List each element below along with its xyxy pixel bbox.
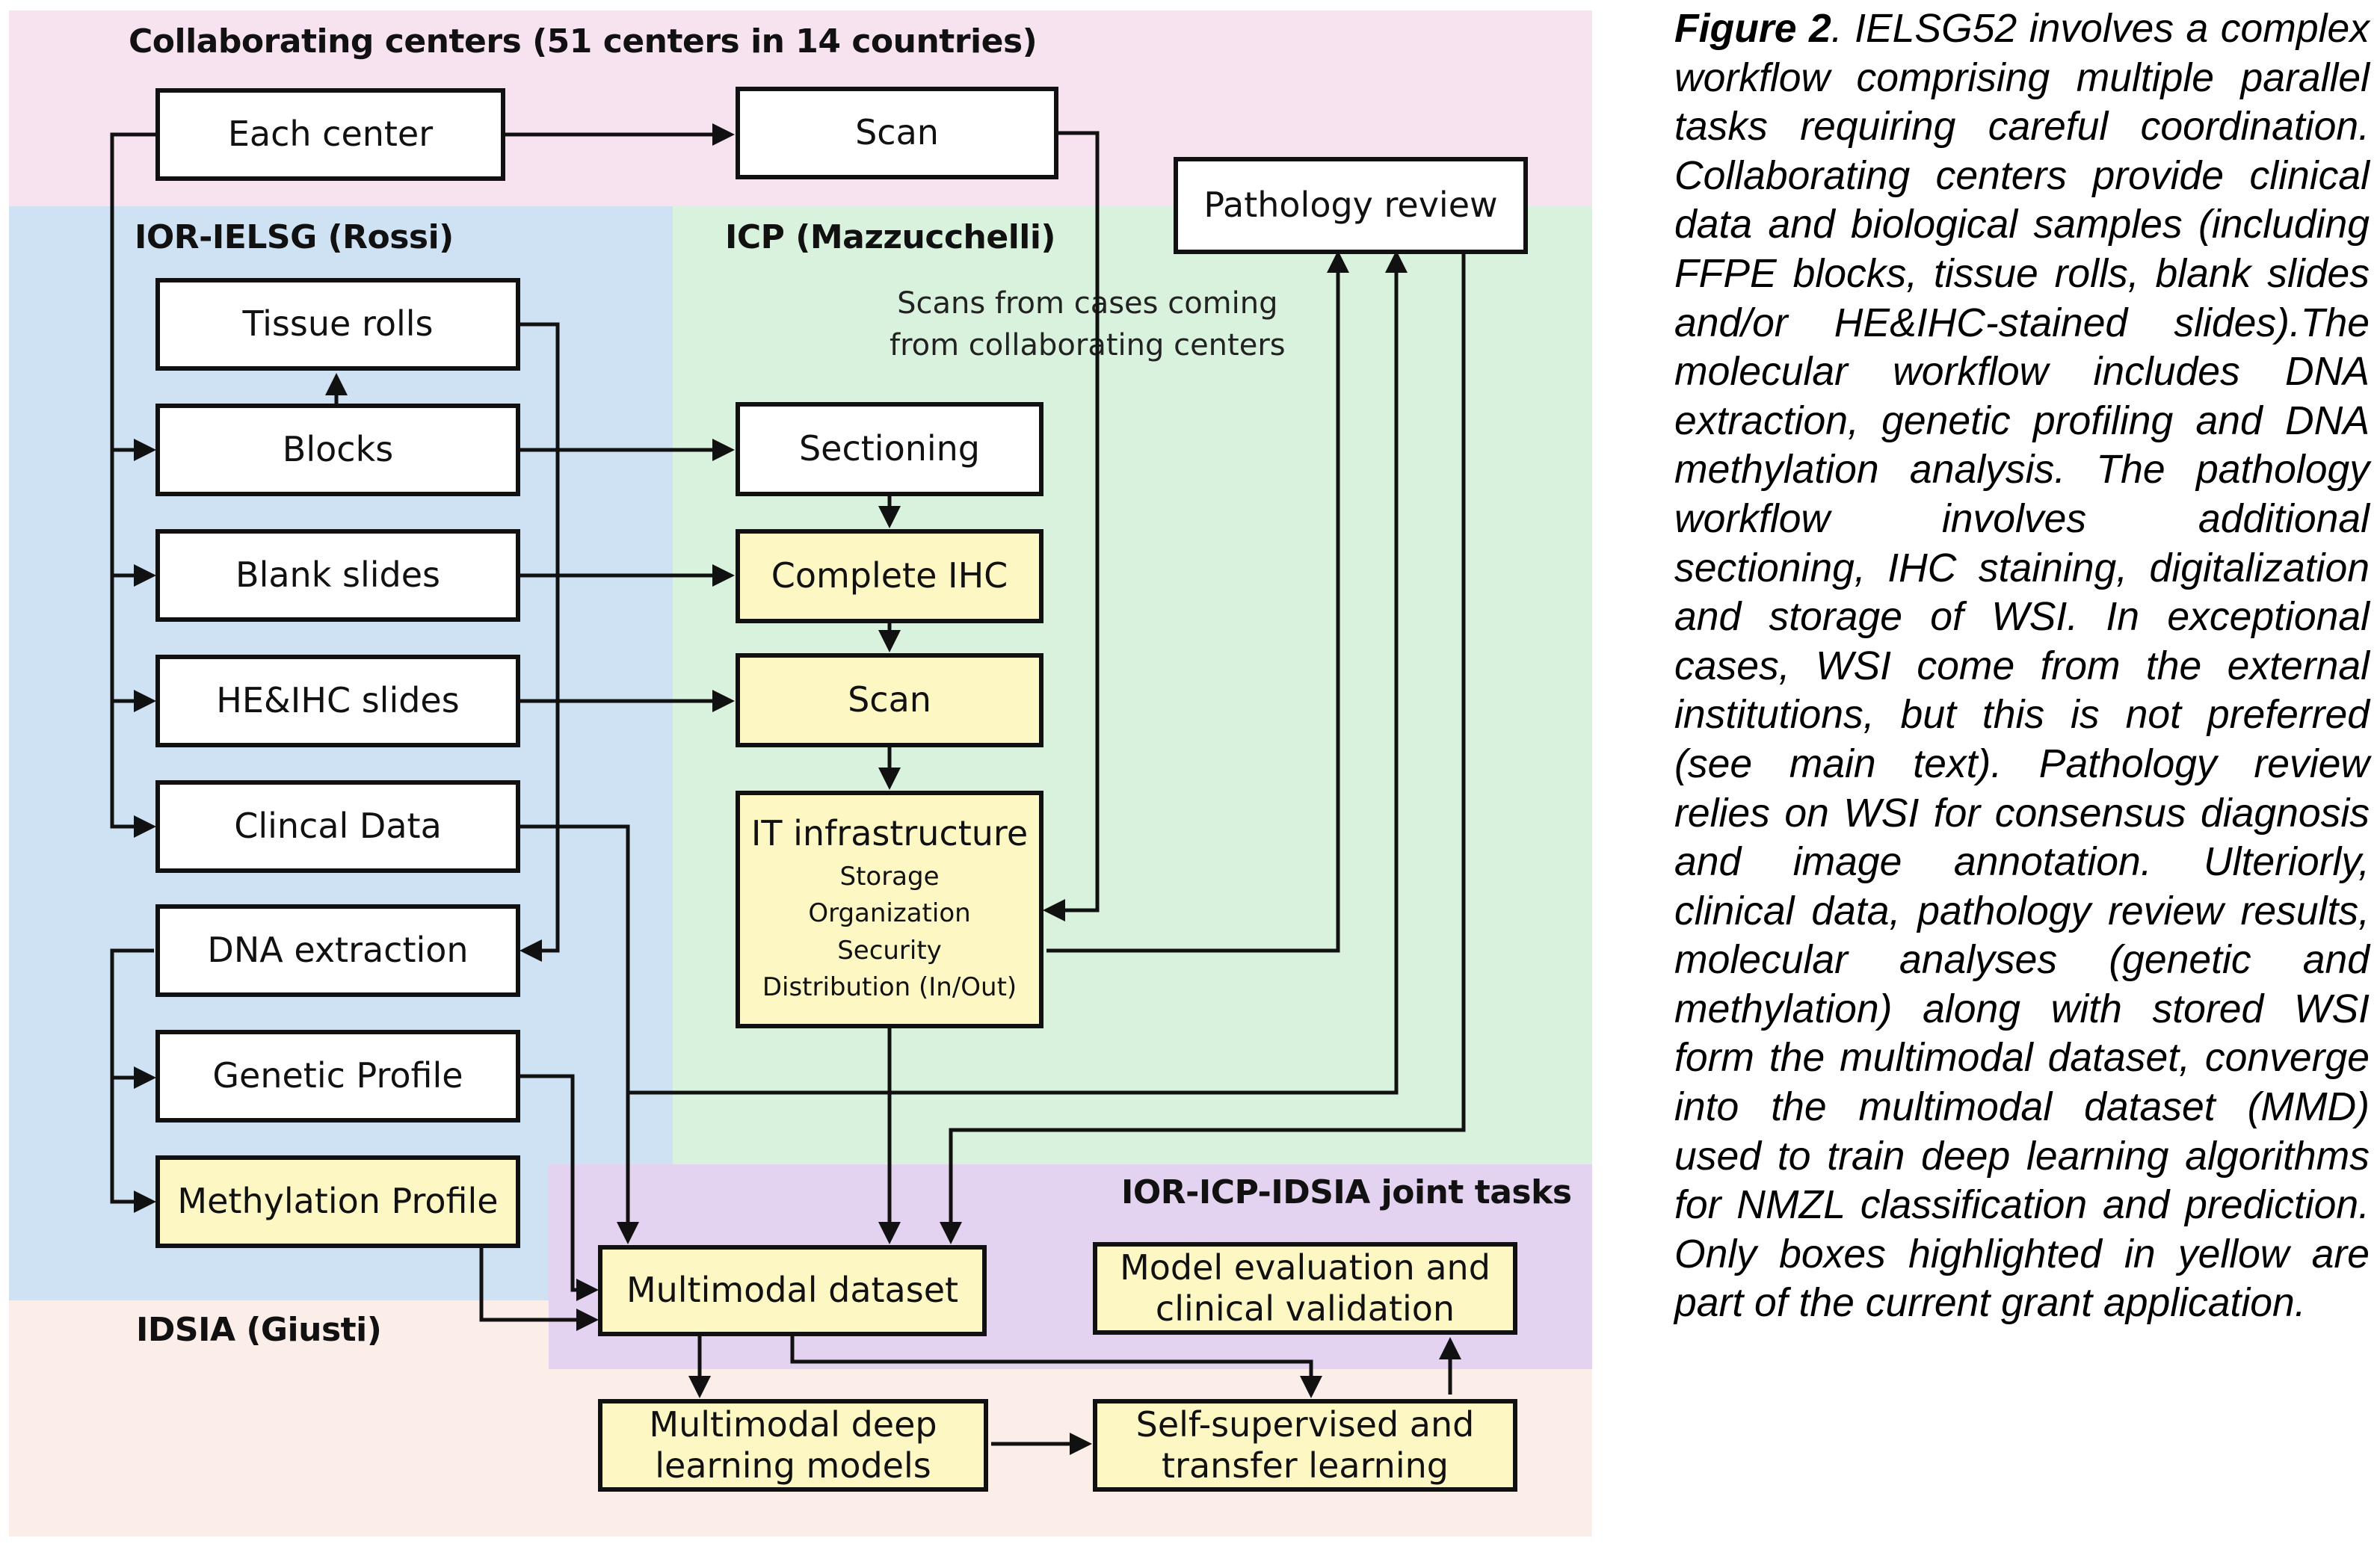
arrow-it-to-review (1046, 250, 1349, 953)
it-organization: Organization (808, 898, 971, 929)
model-evaluation-line1: Model evaluation and (1120, 1247, 1490, 1288)
collaborating-centers-label: Collaborating centers (51 centers in 14 … (129, 22, 1038, 61)
clinical-data-box: Clincal Data (155, 780, 520, 873)
arrow-mmd-to-ssl (790, 1335, 1322, 1398)
ssl-line1: Self-supervised and (1135, 1404, 1475, 1445)
scans-note-line2: from collaborating centers (890, 328, 1286, 362)
blank-slides-box: Blank slides (155, 529, 520, 622)
it-security: Security (837, 935, 942, 966)
pathology-review-box: Pathology review (1174, 157, 1528, 254)
sectioning-box: Sectioning (736, 402, 1043, 496)
self-supervised-box: Self-supervised and transfer learning (1093, 1399, 1517, 1492)
joint-tasks-label: IOR-ICP-IDSIA joint tasks (1121, 1173, 1572, 1211)
genetic-profile-box: Genetic Profile (155, 1030, 520, 1123)
it-infrastructure-box: IT infrastructure Storage Organization S… (736, 791, 1043, 1028)
figure-label: Figure 2 (1674, 7, 1831, 51)
arrow-scan-to-it (1043, 131, 1100, 921)
arrow-rolls-to-dna (520, 322, 560, 962)
icp-label: ICP (Mazzucchelli) (725, 218, 1056, 256)
methylation-profile-box: Methylation Profile (155, 1155, 520, 1248)
ior-ielsg-label: IOR-IELSG (Rossi) (135, 218, 454, 256)
it-storage: Storage (839, 862, 940, 892)
multimodal-dataset-box: Multimodal dataset (598, 1245, 987, 1336)
dna-extraction-box: DNA extraction (155, 904, 520, 997)
tissue-rolls-box: Tissue rolls (155, 278, 520, 371)
it-distribution: Distribution (In/Out) (762, 972, 1017, 1002)
scan-top-box: Scan (736, 87, 1058, 179)
it-infrastructure-title: IT infrastructure (750, 812, 1029, 853)
he-ihc-slides-box: HE&IHC slides (155, 655, 520, 747)
scans-note-line1: Scans from cases coming (897, 286, 1278, 321)
ssl-line2: transfer learning (1162, 1445, 1449, 1486)
scan-icp-box: Scan (736, 653, 1043, 747)
caption-text: . IELSG52 involves a complex workflow co… (1674, 7, 2370, 1326)
mdl-line2: learning models (655, 1445, 931, 1486)
connector-arrows (110, 123, 1466, 1455)
arrow-genetic-to-mmd (520, 1074, 599, 1301)
complete-ihc-box: Complete IHC (736, 529, 1043, 623)
workflow-diagram: Collaborating centers (51 centers in 14 … (9, 10, 1592, 1537)
model-evaluation-line2: clinical validation (1155, 1288, 1455, 1329)
idsia-label: IDSIA (Giusti) (136, 1311, 382, 1349)
multimodal-deep-learning-box: Multimodal deep learning models (598, 1399, 988, 1492)
figure-caption: Figure 2. IELSG52 involves a complex wor… (1674, 4, 2370, 1328)
arrow-center-to-clinical (110, 132, 157, 838)
model-evaluation-box: Model evaluation and clinical validation (1093, 1242, 1517, 1335)
arrow-methylation-to-mmd (479, 1245, 599, 1331)
each-center-box: Each center (155, 88, 505, 181)
arrow-review-to-mmd (940, 251, 1466, 1244)
blocks-box: Blocks (155, 404, 520, 496)
scans-note: Scans from cases coming from collaborati… (890, 282, 1286, 366)
mdl-line1: Multimodal deep (649, 1404, 937, 1445)
